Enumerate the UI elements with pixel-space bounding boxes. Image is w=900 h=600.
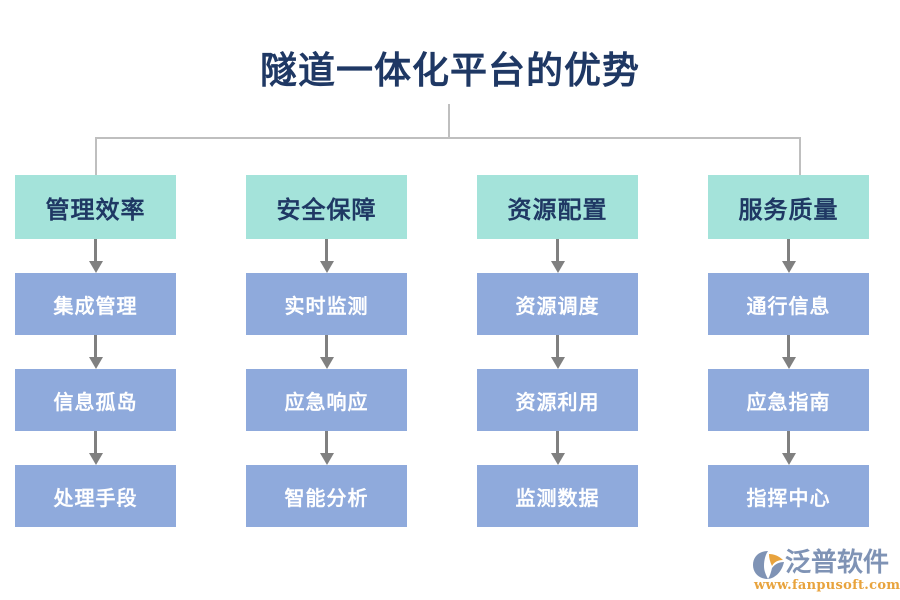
branch-header-3[interactable]: 服务质量 <box>708 175 869 239</box>
branch-column-resource-allocation: 资源配置 资源调度 资源利用 监测数据 <box>477 175 638 527</box>
arrow-1-2 <box>246 431 407 465</box>
branch-column-safety-assurance: 安全保障 实时监测 应急响应 智能分析 <box>246 175 407 527</box>
node-box-1-0[interactable]: 实时监测 <box>246 273 407 335</box>
node-box-0-1[interactable]: 信息孤岛 <box>15 369 176 431</box>
branch-header-2[interactable]: 资源配置 <box>477 175 638 239</box>
branch-header-label-0: 管理效率 <box>45 194 146 224</box>
node-label-0-2: 处理手段 <box>53 485 138 510</box>
node-label-2-2: 监测数据 <box>515 485 600 510</box>
brand-logo: 泛普软件 www.fanpusoft.com <box>752 548 900 594</box>
node-label-2-0: 资源调度 <box>515 293 600 318</box>
arrow-2-0 <box>477 239 638 273</box>
arrow-0-2 <box>15 431 176 465</box>
branch-column-management-efficiency: 管理效率 集成管理 信息孤岛 处理手段 <box>15 175 176 527</box>
node-label-2-1: 资源利用 <box>515 389 600 414</box>
logo-url: www.fanpusoft.com <box>754 578 900 593</box>
node-label-3-1: 应急指南 <box>746 389 831 414</box>
branch-header-label-1: 安全保障 <box>276 194 377 224</box>
node-box-2-1[interactable]: 资源利用 <box>477 369 638 431</box>
connector-drop-right <box>799 137 801 175</box>
node-box-3-2[interactable]: 指挥中心 <box>708 465 869 527</box>
connector-drop-left <box>95 137 97 175</box>
branch-header-1[interactable]: 安全保障 <box>246 175 407 239</box>
arrow-0-1 <box>15 335 176 369</box>
node-label-0-0: 集成管理 <box>53 293 138 318</box>
node-box-0-2[interactable]: 处理手段 <box>15 465 176 527</box>
arrow-3-2 <box>708 431 869 465</box>
arrow-1-1 <box>246 335 407 369</box>
node-label-1-0: 实时监测 <box>284 293 369 318</box>
node-box-1-2[interactable]: 智能分析 <box>246 465 407 527</box>
arrow-2-1 <box>477 335 638 369</box>
branch-column-service-quality: 服务质量 通行信息 应急指南 指挥中心 <box>708 175 869 527</box>
arrow-2-2 <box>477 431 638 465</box>
node-box-3-0[interactable]: 通行信息 <box>708 273 869 335</box>
branch-header-0[interactable]: 管理效率 <box>15 175 176 239</box>
node-label-1-2: 智能分析 <box>284 485 369 510</box>
node-box-0-0[interactable]: 集成管理 <box>15 273 176 335</box>
node-box-2-2[interactable]: 监测数据 <box>477 465 638 527</box>
branch-header-label-2: 资源配置 <box>507 194 608 224</box>
fanpu-swoosh-icon <box>753 551 784 579</box>
node-label-3-2: 指挥中心 <box>746 485 831 510</box>
node-label-1-1: 应急响应 <box>284 389 369 414</box>
node-label-3-0: 通行信息 <box>746 293 831 318</box>
arrow-3-1 <box>708 335 869 369</box>
node-box-1-1[interactable]: 应急响应 <box>246 369 407 431</box>
node-box-2-0[interactable]: 资源调度 <box>477 273 638 335</box>
logo-wordmark: 泛普软件 <box>785 548 890 578</box>
arrow-1-0 <box>246 239 407 273</box>
arrow-3-0 <box>708 239 869 273</box>
connector-stem-center <box>448 104 450 139</box>
connector-horizontal-bar <box>95 137 801 139</box>
node-label-0-1: 信息孤岛 <box>53 389 138 414</box>
page-title: 隧道一体化平台的优势 <box>260 48 640 92</box>
node-box-3-1[interactable]: 应急指南 <box>708 369 869 431</box>
arrow-0-0 <box>15 239 176 273</box>
branch-header-label-3: 服务质量 <box>738 194 839 224</box>
